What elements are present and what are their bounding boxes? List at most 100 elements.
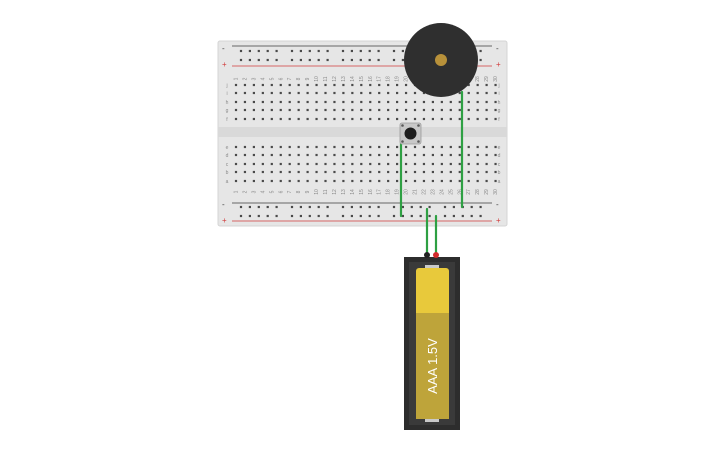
breadboard-hole[interactable] — [252, 91, 255, 95]
breadboard-hole[interactable] — [485, 153, 488, 157]
breadboard-hole[interactable] — [297, 170, 300, 174]
breadboard-hole[interactable] — [404, 162, 408, 166]
breadboard-hole[interactable] — [270, 179, 273, 183]
breadboard-hole[interactable] — [297, 153, 300, 157]
breadboard-hole[interactable] — [333, 83, 336, 87]
breadboard-hole[interactable] — [476, 100, 479, 104]
breadboard-hole[interactable] — [297, 145, 300, 149]
breadboard-hole[interactable] — [360, 153, 363, 157]
breadboard-hole[interactable] — [351, 179, 354, 183]
breadboard-hole[interactable] — [467, 83, 470, 87]
breadboard-hole[interactable] — [288, 100, 291, 104]
breadboard-hole[interactable] — [458, 100, 461, 104]
breadboard-hole[interactable] — [413, 170, 417, 174]
breadboard-hole[interactable] — [404, 153, 408, 157]
breadboard-hole[interactable] — [288, 170, 291, 174]
breadboard-hole[interactable] — [413, 179, 417, 183]
pushbutton[interactable] — [399, 122, 422, 145]
breadboard-hole[interactable] — [317, 58, 320, 62]
breadboard-hole[interactable] — [431, 179, 434, 183]
breadboard-hole[interactable] — [297, 162, 300, 166]
breadboard-hole[interactable] — [396, 100, 399, 104]
breadboard-hole[interactable] — [401, 205, 404, 209]
breadboard-hole[interactable] — [279, 117, 282, 121]
breadboard-hole[interactable] — [351, 117, 354, 121]
breadboard-hole[interactable] — [378, 100, 381, 104]
breadboard-hole[interactable] — [458, 108, 461, 112]
breadboard-hole[interactable] — [401, 49, 404, 53]
breadboard-hole[interactable] — [440, 145, 443, 149]
breadboard-hole[interactable] — [467, 91, 470, 95]
breadboard-hole[interactable] — [467, 117, 470, 121]
breadboard-hole[interactable] — [342, 108, 345, 112]
breadboard-hole[interactable] — [419, 205, 422, 209]
breadboard-hole[interactable] — [234, 153, 238, 157]
breadboard-hole[interactable] — [404, 170, 408, 174]
breadboard-hole[interactable] — [476, 162, 479, 166]
breadboard-hole[interactable] — [378, 145, 381, 149]
breadboard-hole[interactable] — [326, 49, 329, 53]
breadboard-hole[interactable] — [359, 49, 362, 53]
breadboard-hole[interactable] — [351, 162, 354, 166]
breadboard-hole[interactable] — [333, 100, 336, 104]
breadboard-hole[interactable] — [279, 170, 282, 174]
breadboard-hole[interactable] — [396, 145, 399, 149]
breadboard-hole[interactable] — [288, 179, 291, 183]
breadboard-hole[interactable] — [396, 153, 399, 157]
breadboard-hole[interactable] — [452, 214, 455, 218]
breadboard-hole[interactable] — [243, 145, 247, 149]
breadboard-hole[interactable] — [243, 170, 247, 174]
breadboard-hole[interactable] — [324, 153, 327, 157]
breadboard-hole[interactable] — [396, 83, 399, 87]
breadboard-hole[interactable] — [494, 179, 497, 183]
breadboard-hole[interactable] — [360, 179, 363, 183]
breadboard-hole[interactable] — [351, 153, 354, 157]
breadboard-hole[interactable] — [458, 117, 461, 121]
breadboard-hole[interactable] — [288, 153, 291, 157]
breadboard-hole[interactable] — [479, 58, 482, 62]
breadboard-hole[interactable] — [297, 83, 300, 87]
breadboard-hole[interactable] — [449, 117, 452, 121]
breadboard-hole[interactable] — [234, 100, 238, 104]
breadboard-hole[interactable] — [378, 83, 381, 87]
breadboard-hole[interactable] — [369, 83, 372, 87]
breadboard-hole[interactable] — [396, 117, 399, 121]
breadboard-hole[interactable] — [261, 117, 264, 121]
breadboard-hole[interactable] — [257, 58, 260, 62]
breadboard-hole[interactable] — [413, 162, 417, 166]
breadboard-hole[interactable] — [413, 117, 417, 121]
breadboard-hole[interactable] — [288, 145, 291, 149]
breadboard-hole[interactable] — [342, 153, 345, 157]
breadboard-hole[interactable] — [413, 91, 417, 95]
breadboard-hole[interactable] — [479, 49, 482, 53]
breadboard-hole[interactable] — [476, 170, 479, 174]
breadboard-hole[interactable] — [315, 117, 318, 121]
breadboard-hole[interactable] — [404, 117, 408, 121]
breadboard-hole[interactable] — [443, 214, 447, 218]
breadboard-hole[interactable] — [315, 83, 318, 87]
breadboard-hole[interactable] — [290, 49, 294, 53]
breadboard-hole[interactable] — [458, 179, 461, 183]
breadboard-hole[interactable] — [485, 145, 488, 149]
breadboard-hole[interactable] — [308, 58, 311, 62]
breadboard-hole[interactable] — [270, 108, 273, 112]
breadboard-hole[interactable] — [324, 162, 327, 166]
breadboard-hole[interactable] — [266, 205, 269, 209]
breadboard-hole[interactable] — [324, 145, 327, 149]
breadboard-hole[interactable] — [378, 91, 381, 95]
breadboard-hole[interactable] — [494, 170, 497, 174]
breadboard-hole[interactable] — [404, 108, 408, 112]
breadboard-hole[interactable] — [378, 162, 381, 166]
breadboard-hole[interactable] — [234, 145, 238, 149]
breadboard-hole[interactable] — [369, 145, 372, 149]
breadboard-hole[interactable] — [392, 58, 396, 62]
breadboard-hole[interactable] — [428, 205, 431, 209]
breadboard-hole[interactable] — [261, 179, 264, 183]
breadboard-hole[interactable] — [494, 145, 497, 149]
breadboard-hole[interactable] — [396, 179, 399, 183]
breadboard-hole[interactable] — [413, 145, 417, 149]
breadboard-hole[interactable] — [449, 108, 452, 112]
breadboard-hole[interactable] — [288, 83, 291, 87]
breadboard-hole[interactable] — [387, 153, 390, 157]
breadboard-hole[interactable] — [270, 117, 273, 121]
